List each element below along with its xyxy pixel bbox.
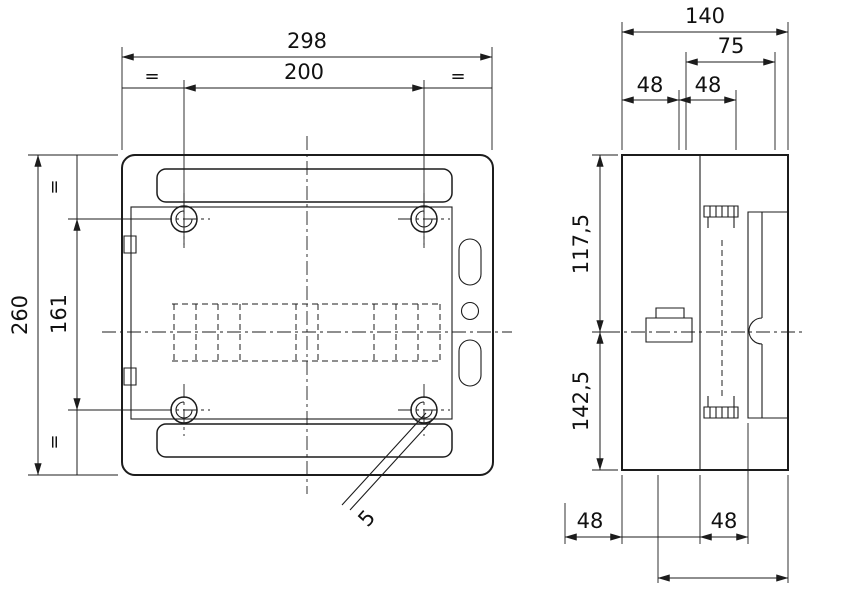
dim-label-bottom-offset-a: 48 [577, 509, 604, 533]
dim-depth-total: 140 [621, 4, 789, 150]
leader-lines [341, 412, 435, 511]
dim-slot-width: 5 [341, 412, 435, 531]
dim-label-slot-width: 5 [353, 505, 380, 531]
din-rail-clips [703, 205, 739, 419]
dim-height-total: 260 [8, 154, 118, 476]
extension-lines [121, 47, 493, 150]
dim-label-hole-spacing-h: 200 [284, 60, 324, 84]
inner-panel-outline [130, 206, 453, 420]
dim-label-height-total: 260 [8, 295, 32, 335]
oval-cutout [458, 339, 482, 387]
round-cutout [460, 301, 480, 321]
dim-label-bottom-offset-b: 48 [711, 509, 738, 533]
side-view [606, 154, 802, 471]
screw-hole-thread-arcs [175, 210, 433, 419]
dim-label-top-offset-b: 48 [695, 73, 722, 97]
extension-lines [678, 90, 737, 150]
cable-cutouts [458, 238, 482, 387]
cover-recess [747, 211, 788, 419]
dim-label-depth-total: 140 [685, 4, 725, 28]
screw-holes [158, 193, 450, 436]
screw-hole-centerlines [158, 193, 450, 436]
enclosure-front-outline [121, 154, 494, 476]
front-centerlines [102, 136, 512, 494]
extension-lines [28, 154, 118, 476]
extension-lines-lower [657, 475, 789, 583]
dim-side-heights: 117,5 142,5 [569, 154, 618, 471]
extension-lines [68, 218, 160, 411]
knockout-band [172, 303, 441, 362]
dim-label-height-lower: 142,5 [569, 371, 593, 431]
dim-bottom-offsets: 48 48 [564, 423, 789, 583]
dim-label-hole-spacing-v: 161 [47, 294, 71, 334]
extension-lines [685, 52, 776, 150]
internal-verticals [699, 155, 763, 470]
dim-hole-spacing-v: 161 = = [44, 155, 160, 475]
extension-lines [183, 80, 425, 248]
left-edge-notches [123, 235, 137, 386]
enclosure-side-outline [621, 154, 789, 471]
extension-lines [621, 22, 789, 150]
equal-mark-top-left: = [144, 66, 159, 87]
dim-label-top-offset-a: 48 [637, 73, 664, 97]
dim-label-width-total: 298 [287, 29, 327, 53]
dim-width-total: 298 [121, 29, 493, 150]
equal-mark-top-right: = [450, 66, 465, 87]
latch-notch [748, 317, 763, 345]
mounting-bracket [645, 307, 693, 343]
equal-mark-side-upper: = [44, 179, 65, 194]
front-view [102, 136, 512, 494]
extension-lines [592, 154, 618, 471]
dim-label-rail-depth: 75 [718, 34, 745, 58]
dim-label-height-upper: 117,5 [569, 214, 593, 274]
extension-lines [564, 423, 749, 544]
bottom-slot [156, 423, 453, 458]
dim-hole-spacing-h: 200 = = [122, 60, 492, 248]
oval-cutout [458, 238, 482, 286]
top-slot [156, 168, 453, 203]
equal-mark-side-lower: = [44, 434, 65, 449]
dim-top-offsets: 48 48 [621, 73, 737, 150]
